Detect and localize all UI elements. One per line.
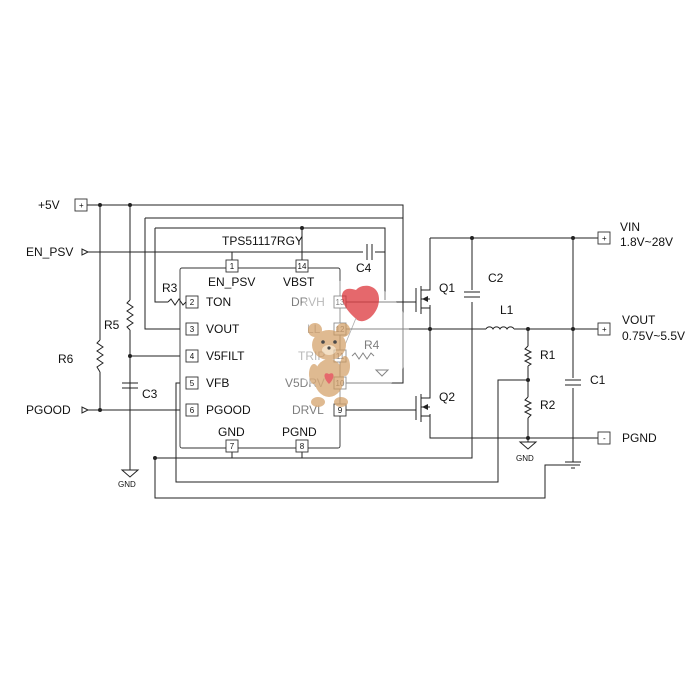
label-vin: VIN xyxy=(620,220,640,234)
pin-label-vfb: VFB xyxy=(206,376,229,390)
label-r5: R5 xyxy=(104,318,120,332)
pin-label-vbst: VBST xyxy=(283,275,315,289)
pin-label-drvh: DRVH xyxy=(291,295,325,309)
pin-number-6: 6 xyxy=(190,406,195,415)
pin-number-13: 13 xyxy=(336,298,345,307)
wire-ton-loop xyxy=(154,228,168,303)
wire-vfb xyxy=(175,379,528,483)
pin-box-5 xyxy=(185,376,199,390)
label-gnd-left: GND xyxy=(118,480,136,489)
gnd-mid-symbol xyxy=(518,441,538,450)
pin-box-7 xyxy=(225,439,239,453)
pin-box-3 xyxy=(185,322,199,336)
terminal-pgnd: - PGND xyxy=(597,431,657,445)
pin-number-8: 8 xyxy=(300,442,305,451)
label-pgood: PGOOD xyxy=(26,403,71,417)
wire-vout-sense-2 xyxy=(144,218,186,330)
label-r4: R4 xyxy=(364,338,380,352)
wire-pgnd xyxy=(429,414,598,439)
pin-number-2: 2 xyxy=(190,298,195,307)
pin-number-1: 1 xyxy=(230,262,235,271)
q2-mosfet xyxy=(415,394,431,422)
terminal-pgood: PGOOD xyxy=(26,403,90,417)
bear-heart-icon xyxy=(324,373,334,384)
label-vout-range: 0.75V~5.5V xyxy=(622,329,685,343)
gnd-pgnd-symbol xyxy=(565,461,581,469)
pin-label-gnd: GND xyxy=(218,425,245,439)
wire-5v-rail xyxy=(87,204,404,218)
c2-capacitor xyxy=(464,291,480,298)
gnd-left-symbol xyxy=(120,466,140,478)
label-vin-range: 1.8V~28V xyxy=(620,235,673,249)
svg-text:+: + xyxy=(602,234,607,243)
terminal-en-psv: EN_PSV xyxy=(26,245,90,259)
r6-resistor xyxy=(96,339,104,373)
label-c3: C3 xyxy=(142,387,158,401)
label-c1: C1 xyxy=(590,373,606,387)
svg-text:-: - xyxy=(603,434,606,443)
label-r2: R2 xyxy=(540,398,556,412)
ic-name: TPS51117RGY xyxy=(222,234,303,248)
wire-outer-loop xyxy=(154,458,580,499)
q1-mosfet xyxy=(415,286,431,314)
r4-resistor xyxy=(351,352,375,360)
terminal-vin: + VIN 1.8V~28V xyxy=(597,220,673,249)
heart-balloon-icon xyxy=(341,285,380,322)
wires xyxy=(87,204,598,499)
label-c2: C2 xyxy=(488,271,504,285)
pin-box-4 xyxy=(185,349,199,363)
label-q2: Q2 xyxy=(439,390,455,404)
pin-box-8 xyxy=(295,439,309,453)
wire-vbst-loop xyxy=(155,227,386,252)
terminal-5v: + +5V xyxy=(38,198,88,212)
terminal-vout: + VOUT 0.75V~5.5V xyxy=(597,313,685,343)
pin-label-ton: TON xyxy=(206,295,231,309)
label-r1: R1 xyxy=(540,348,556,362)
l1-inductor xyxy=(485,326,515,331)
teddy-bear-heart-watermark xyxy=(290,280,410,407)
label-r6: R6 xyxy=(58,352,74,366)
c1-capacitor xyxy=(565,379,581,386)
pin-number-7: 7 xyxy=(230,442,235,451)
pin-label-v5filt: V5FILT xyxy=(206,349,245,363)
label-c4: C4 xyxy=(356,261,372,275)
junctions xyxy=(98,203,575,460)
r3-resistor xyxy=(167,298,187,306)
gnd-r4-symbol xyxy=(374,369,390,377)
pin-label-vout: VOUT xyxy=(206,322,240,336)
r1-resistor xyxy=(523,345,533,367)
r2-resistor xyxy=(523,396,533,419)
label-5v: +5V xyxy=(38,198,60,212)
pin-box-6 xyxy=(185,403,199,417)
label-q1: Q1 xyxy=(439,281,455,295)
pin-number-4: 4 xyxy=(190,352,195,361)
label-en-psv: EN_PSV xyxy=(26,245,73,259)
wire-v5drv xyxy=(340,218,404,384)
ic-tps51117: TPS51117RGY xyxy=(179,234,341,449)
pin-label-en-psv: EN_PSV xyxy=(208,275,255,289)
pin-label-pgood: PGOOD xyxy=(206,403,251,417)
pin-number-14: 14 xyxy=(298,262,307,271)
pin-box-1 xyxy=(225,259,239,273)
pin-box-14 xyxy=(295,259,309,273)
pin-number-9: 9 xyxy=(338,406,343,415)
pin-label-pgnd: PGND xyxy=(282,425,317,439)
component-labels: R1 R2 R3 R4 R5 R6 C1 C2 C3 C4 L1 Q1 Q2 G… xyxy=(58,261,606,489)
c4-capacitor xyxy=(366,244,373,260)
label-r3: R3 xyxy=(162,281,178,295)
svg-text:+: + xyxy=(79,201,84,210)
label-gnd-mid: GND xyxy=(516,454,534,463)
r5-resistor xyxy=(126,299,134,331)
pin-number-11: 11 xyxy=(336,352,345,361)
pin-number-3: 3 xyxy=(190,325,195,334)
pin-number-5: 5 xyxy=(190,379,195,388)
label-vout: VOUT xyxy=(622,313,656,327)
svg-text:+: + xyxy=(602,325,607,334)
c3-capacitor xyxy=(122,382,138,389)
label-l1: L1 xyxy=(500,303,514,317)
label-pgnd: PGND xyxy=(622,431,657,445)
